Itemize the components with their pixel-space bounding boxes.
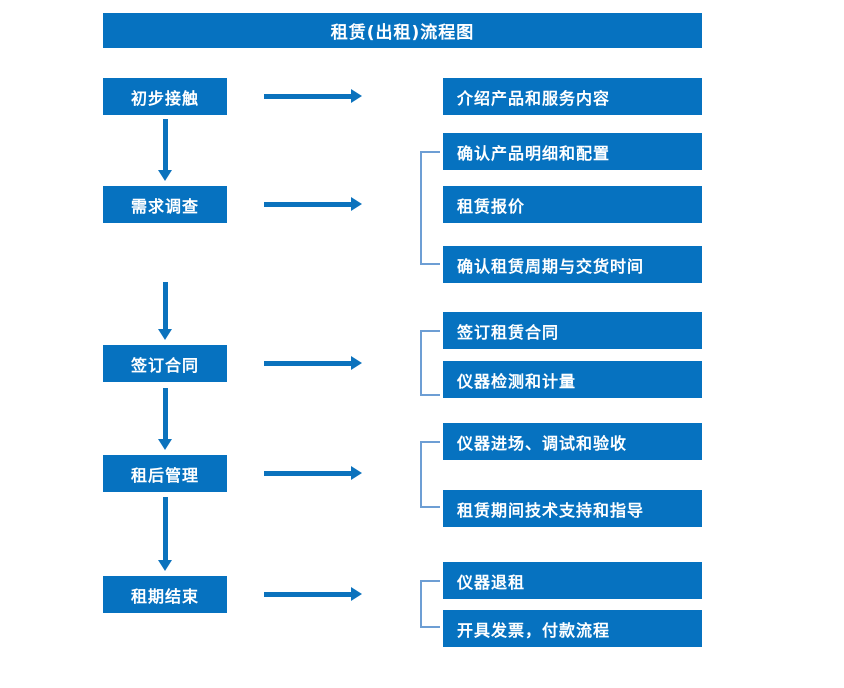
detail-box-6[interactable]: 仪器检测和计量 [443,361,702,398]
arrow-shaft [264,592,352,597]
detail-box-1[interactable]: 介绍产品和服务内容 [443,78,702,115]
horizontal-arrow-icon-5 [264,587,362,601]
stage-box-1[interactable]: 初步接触 [103,78,227,115]
vertical-arrow-icon-2 [158,282,172,340]
arrow-head [351,356,362,370]
group-bracket-end-of-term [420,580,440,628]
detail-box-9[interactable]: 仪器退租 [443,562,702,599]
group-bracket-post-rental [420,441,440,508]
vertical-arrow-icon-1 [158,119,172,181]
arrow-head [351,197,362,211]
arrow-head [158,439,172,450]
group-bracket-needs-survey [420,151,440,265]
arrow-head [158,329,172,340]
arrow-shaft [264,94,352,99]
horizontal-arrow-icon-3 [264,356,362,370]
page-title: 租赁(出租)流程图 [103,13,702,48]
arrow-shaft [163,497,168,561]
stage-box-5[interactable]: 租期结束 [103,576,227,613]
arrow-shaft [163,282,168,330]
arrow-shaft [264,202,352,207]
group-bracket-contract [420,330,440,396]
vertical-arrow-icon-3 [158,388,172,450]
arrow-shaft [163,119,168,171]
detail-box-3[interactable]: 租赁报价 [443,186,702,223]
stage-box-3[interactable]: 签订合同 [103,345,227,382]
stage-box-4[interactable]: 租后管理 [103,455,227,492]
horizontal-arrow-icon-2 [264,197,362,211]
arrow-head [351,466,362,480]
detail-box-2[interactable]: 确认产品明细和配置 [443,133,702,170]
arrow-shaft [163,388,168,440]
arrow-shaft [264,471,352,476]
detail-box-7[interactable]: 仪器进场、调试和验收 [443,423,702,460]
detail-box-10[interactable]: 开具发票，付款流程 [443,610,702,647]
arrow-shaft [264,361,352,366]
detail-box-5[interactable]: 签订租赁合同 [443,312,702,349]
arrow-head [158,170,172,181]
detail-box-8[interactable]: 租赁期间技术支持和指导 [443,490,702,527]
detail-box-4[interactable]: 确认租赁周期与交货时间 [443,246,702,283]
horizontal-arrow-icon-1 [264,89,362,103]
horizontal-arrow-icon-4 [264,466,362,480]
stage-box-2[interactable]: 需求调查 [103,186,227,223]
arrow-head [158,560,172,571]
arrow-head [351,587,362,601]
vertical-arrow-icon-4 [158,497,172,571]
arrow-head [351,89,362,103]
